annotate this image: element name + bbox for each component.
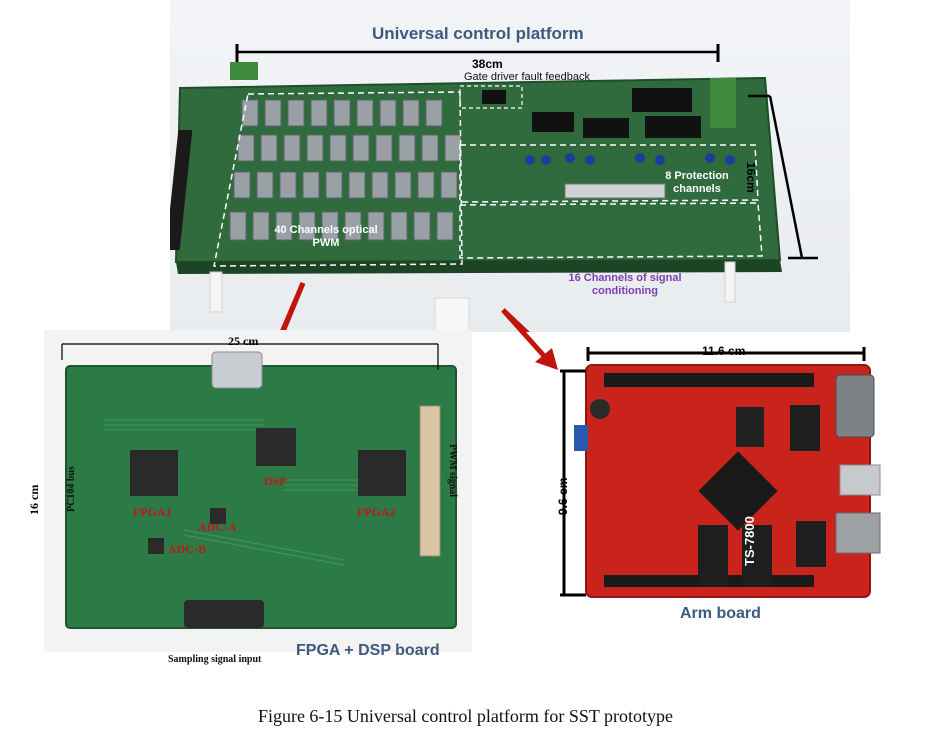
arm-height-label: 9.6 cm (556, 477, 570, 515)
platform-height-label: 16cm (744, 162, 758, 193)
platform-title: Universal control platform (372, 24, 584, 43)
sampling-signal-label: Sampling signal input (168, 654, 262, 665)
fpga-height-label: 16 cm (27, 484, 41, 515)
fpga-board-drawing (37, 343, 457, 629)
figure-caption: Figure 6-15 Universal control platform f… (257, 706, 674, 726)
arm-board-drawing (560, 347, 881, 598)
signal-conditioning-label: 16 Channels of signal conditioning (568, 272, 682, 297)
fpga1-label: FPGA1 (133, 505, 172, 519)
fpga2-label: FPGA2 (357, 505, 396, 519)
fpga-board-caption: FPGA + DSP board (296, 642, 440, 659)
adc-b-label: ADC-B (168, 542, 206, 556)
platform-width-label: 38cm (472, 57, 503, 71)
pwm-signal-label: PWM signal (447, 444, 458, 498)
arrow-head-arm (535, 348, 558, 370)
arrow-to-arm-board (501, 308, 547, 359)
protection-channels-label: 8 Protection channels (665, 170, 729, 195)
dsp-label: DSP (264, 474, 287, 488)
adc-a-label: ADC-A (198, 520, 237, 534)
gate-driver-label: Gate driver fault feedback (464, 71, 590, 83)
fpga-dsp-board-photo (37, 330, 472, 652)
arm-width-label: 11.6 cm (702, 344, 746, 358)
fpga-width-label: 25 cm (228, 334, 259, 348)
arm-chip-label: TS-7800 (742, 516, 757, 566)
arm-board-caption: Arm board (680, 605, 761, 622)
arm-board-photo (560, 345, 890, 603)
optical-pwm-label: 40 Channels optical PWM (274, 224, 378, 249)
pc104-bus-label: PC104 bus (66, 466, 77, 512)
